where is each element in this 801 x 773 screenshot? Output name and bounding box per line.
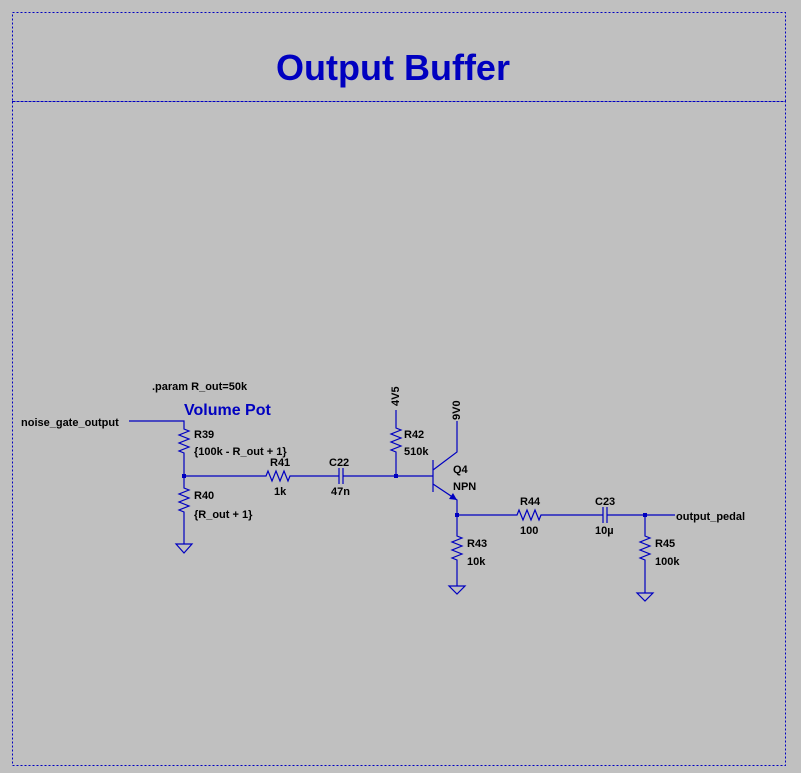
ground-symbol xyxy=(447,585,467,595)
r41-ref: R41 xyxy=(270,457,290,469)
resistor-r40[interactable] xyxy=(177,476,191,544)
r41-value: 1k xyxy=(274,486,287,498)
r44-value: 100 xyxy=(520,525,538,537)
ground-symbol xyxy=(174,543,194,554)
r44-ref: R44 xyxy=(520,496,541,508)
wire-input xyxy=(129,420,185,425)
net-label-4v5[interactable]: 4V5 xyxy=(390,386,402,406)
page-title: Output Buffer xyxy=(276,47,510,88)
resistor-r39[interactable] xyxy=(177,425,191,476)
resistor-r45[interactable] xyxy=(638,515,652,593)
param-directive[interactable]: .param R_out=50k xyxy=(152,381,248,393)
r43-ref: R43 xyxy=(467,538,487,550)
section-label: Volume Pot xyxy=(184,402,271,419)
resistor-r42[interactable] xyxy=(389,410,403,476)
r45-ref: R45 xyxy=(655,538,675,550)
net-label-input[interactable]: noise_gate_output xyxy=(21,417,119,429)
capacitor-c23[interactable] xyxy=(600,507,645,523)
resistor-r41[interactable] xyxy=(184,469,336,483)
resistor-r43[interactable] xyxy=(450,515,464,586)
r42-value: 510k xyxy=(404,446,429,458)
q4-value: NPN xyxy=(453,481,476,493)
net-label-9v0[interactable]: 9V0 xyxy=(451,400,463,420)
c22-ref: C22 xyxy=(329,457,349,469)
r43-value: 10k xyxy=(467,556,486,568)
r39-ref: R39 xyxy=(194,429,214,441)
emitter-arrow-icon xyxy=(449,493,457,500)
title-frame xyxy=(12,12,786,102)
ground-symbol xyxy=(635,592,655,602)
r40-ref: R40 xyxy=(194,490,214,502)
r42-ref: R42 xyxy=(404,429,424,441)
capacitor-c22[interactable] xyxy=(336,468,396,484)
r39-value: {100k - R_out + 1} xyxy=(194,446,287,458)
net-label-output[interactable]: output_pedal xyxy=(676,511,745,523)
c23-value: 10µ xyxy=(595,525,614,537)
resistor-r44[interactable] xyxy=(457,508,600,522)
q4-ref: Q4 xyxy=(453,464,469,476)
r45-value: 100k xyxy=(655,556,680,568)
r40-value: {R_out + 1} xyxy=(194,509,253,521)
c22-value: 47n xyxy=(331,486,350,498)
c23-ref: C23 xyxy=(595,496,615,508)
body-frame xyxy=(12,101,786,766)
